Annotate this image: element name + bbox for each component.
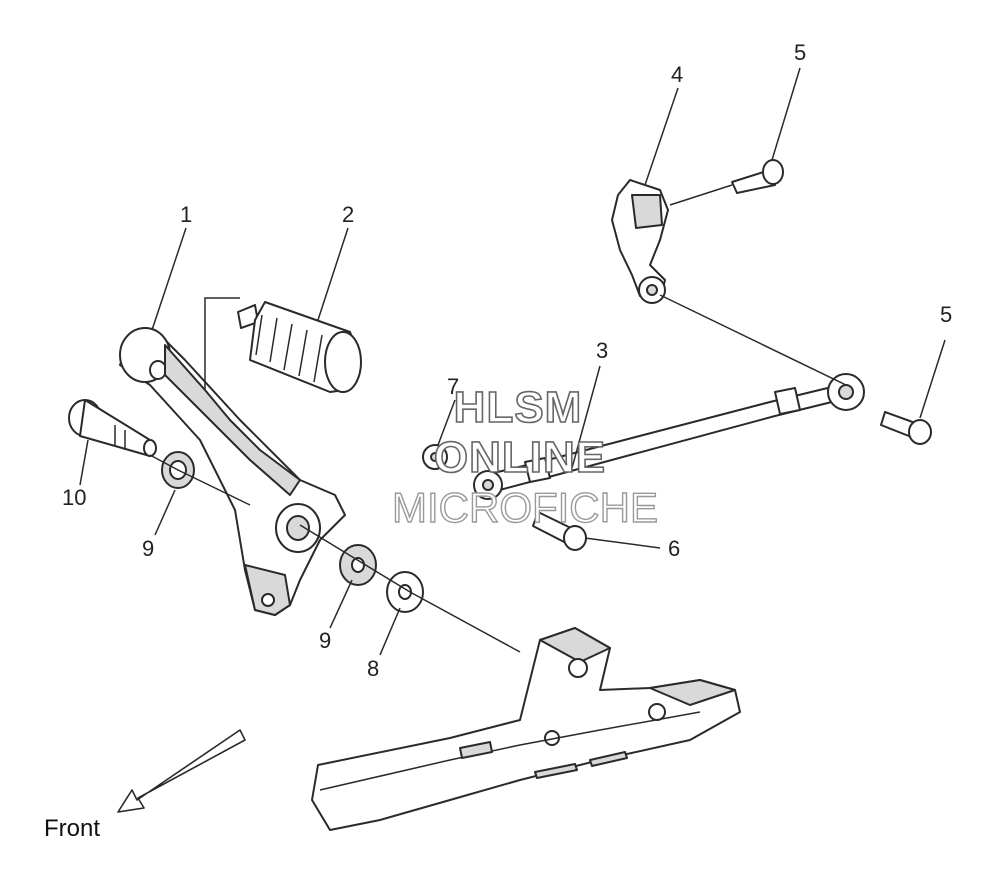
footrest-bracket — [311, 627, 741, 831]
callout-1: 1 — [180, 202, 192, 227]
pivot-bolt — [68, 399, 157, 457]
shift-lever — [119, 327, 346, 616]
callout-4: 4 — [671, 62, 683, 87]
shift-arm — [611, 179, 669, 304]
callout-2: 2 — [342, 202, 354, 227]
callout-9-lower: 9 — [319, 628, 331, 653]
watermark: HLSM ONLINE MICROFICHE — [391, 382, 658, 532]
callout-7: 7 — [447, 374, 459, 399]
callout-9-upper: 9 — [142, 536, 154, 561]
nut-7 — [422, 444, 448, 470]
shift-peg — [237, 301, 362, 393]
shift-rod — [473, 373, 865, 500]
callout-10: 10 — [62, 485, 86, 510]
watermark-line1: HLSM — [454, 383, 583, 432]
assembly-guides — [149, 184, 847, 653]
watermark-line2: ONLINE — [434, 433, 606, 482]
callout-8: 8 — [367, 656, 379, 681]
callout-3: 3 — [596, 338, 608, 363]
callout-5-upper: 5 — [794, 40, 806, 65]
front-label: Front — [44, 815, 100, 842]
callout-leaders — [79, 67, 946, 656]
bolt-5-right — [880, 411, 932, 445]
bolt-5-upper — [731, 159, 784, 194]
callout-5-right: 5 — [940, 302, 952, 327]
arrow-down-left-icon — [117, 729, 246, 813]
watermark-line3: MICROFICHE — [392, 484, 658, 531]
bolt-6 — [532, 511, 587, 551]
callout-6: 6 — [668, 536, 680, 561]
